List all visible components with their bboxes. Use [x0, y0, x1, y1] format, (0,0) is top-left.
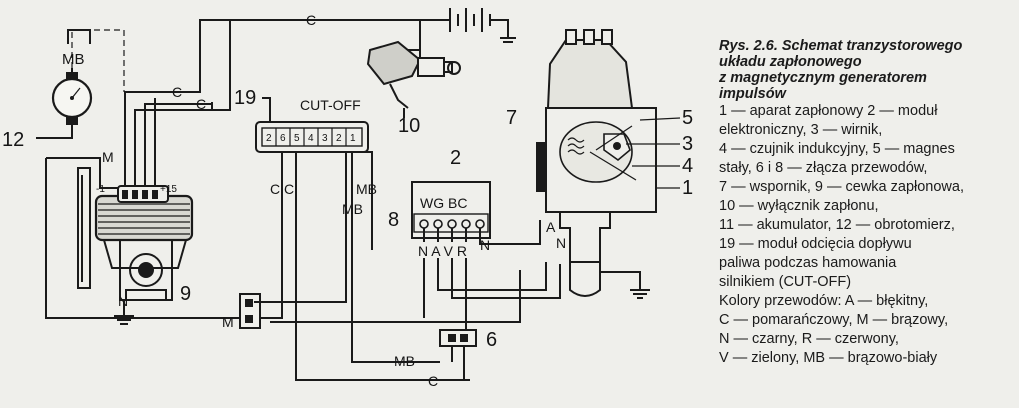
label-8: 8: [388, 209, 399, 231]
label-minus1: -1: [96, 184, 105, 195]
label-c-top: C: [306, 12, 316, 28]
label-19: 19: [234, 87, 256, 109]
label-3: 3: [682, 133, 693, 155]
label-n-coil: N: [118, 293, 128, 309]
label-1: 1: [682, 177, 693, 199]
label-4: 4: [682, 155, 693, 177]
caption-body-line: 7 — wspornik, 9 — cewka zapłonowa,: [719, 179, 964, 195]
ignition-wiring-diagram: MB 12 M -1 +15 9 N C C C 19 CUT-OFF 10 2…: [2, 8, 693, 389]
label-7: 7: [506, 107, 517, 129]
pin-label-2: 6: [280, 133, 286, 144]
battery-11: [420, 8, 516, 43]
label-9: 9: [180, 283, 191, 305]
label-mb-b: MB: [342, 201, 363, 217]
caption-body-line: 19 — moduł odcięcia dopływu: [719, 236, 912, 252]
caption-body-line: 1 — aparat zapłonowy 2 — moduł: [719, 103, 938, 119]
figure-caption: Rys. 2.6. Schemat tranzystorowego układu…: [719, 38, 1015, 368]
caption-body-line: stały, 6 i 8 — złącza przewodów,: [719, 160, 928, 176]
label-6: 6: [486, 329, 497, 351]
caption-body-line: C — pomarańczowy, M — brązowy,: [719, 312, 949, 328]
caption-title-line: Rys. 2.6. Schemat tranzystorowego: [719, 38, 963, 54]
ignition-coil-9: [77, 167, 194, 325]
wire-c-top: [124, 19, 420, 186]
caption-body-line: V — zielony, MB — brązowo-biały: [719, 350, 938, 366]
label-2: 2: [450, 147, 461, 169]
caption-body-line: N — czarny, R — czerwony,: [719, 331, 899, 347]
label-m-bottom: M: [222, 314, 234, 330]
connector-6: [439, 329, 477, 347]
label-nvr: N A V R: [418, 243, 467, 259]
caption-body-line: silnikiem (CUT-OFF): [719, 274, 852, 290]
caption-body-line: elektroniczny, 3 — wirnik,: [719, 122, 883, 138]
label-n-distributor: N: [556, 235, 566, 251]
caption-title-line: układu zapłonowego: [719, 54, 862, 70]
pin-label-7: 1: [350, 133, 356, 144]
cutoff-module-19: [255, 97, 369, 153]
ignition-distributor-1: [536, 29, 657, 299]
label-plus15: +15: [160, 184, 177, 195]
pin-label-3: 5: [294, 133, 300, 144]
label-mb-a: MB: [356, 181, 377, 197]
electronic-module-2: [411, 181, 506, 245]
caption-body-line: 10 — wyłącznik zapłonu,: [719, 198, 879, 214]
label-a-distributor: A: [546, 219, 556, 235]
caption-body-line: 4 — czujnik indukcyjny, 5 — magnes: [719, 141, 955, 157]
label-mb-bottom: MB: [394, 353, 415, 369]
caption-title-line: z magnetycznym generatorem: [719, 70, 927, 86]
label-c-left: C: [172, 84, 182, 100]
label-n-module: N: [480, 237, 490, 253]
label-10: 10: [398, 115, 420, 137]
label-c-bottom: C: [428, 373, 438, 389]
pin-label-6: 2: [336, 133, 342, 144]
caption-body-line: 11 — akumulator, 12 — obrotomierz,: [719, 217, 955, 233]
tachometer-12: [36, 29, 93, 139]
caption-body-line: Kolory przewodów: A — błękitny,: [719, 293, 929, 309]
pin-label-5: 3: [322, 133, 328, 144]
caption-title-line: impulsów: [719, 86, 786, 102]
label-5: 5: [682, 107, 693, 129]
label-c-mid: C: [196, 96, 206, 112]
label-cutoff: CUT-OFF: [300, 97, 361, 113]
ignition-switch-10: [366, 20, 461, 109]
pin-label-4: 4: [308, 133, 314, 144]
caption-body-line: paliwa podczas hamowania: [719, 255, 897, 271]
pin-label-1: 2: [266, 133, 272, 144]
label-12: 12: [2, 129, 24, 151]
wire-m-left: [46, 157, 118, 189]
label-wgbc: WG BC: [420, 195, 467, 211]
mb-dashed-wire: [71, 29, 125, 92]
label-cc: C C: [270, 181, 294, 197]
label-mb-meter: MB: [62, 51, 85, 68]
label-m-left: M: [102, 149, 114, 165]
